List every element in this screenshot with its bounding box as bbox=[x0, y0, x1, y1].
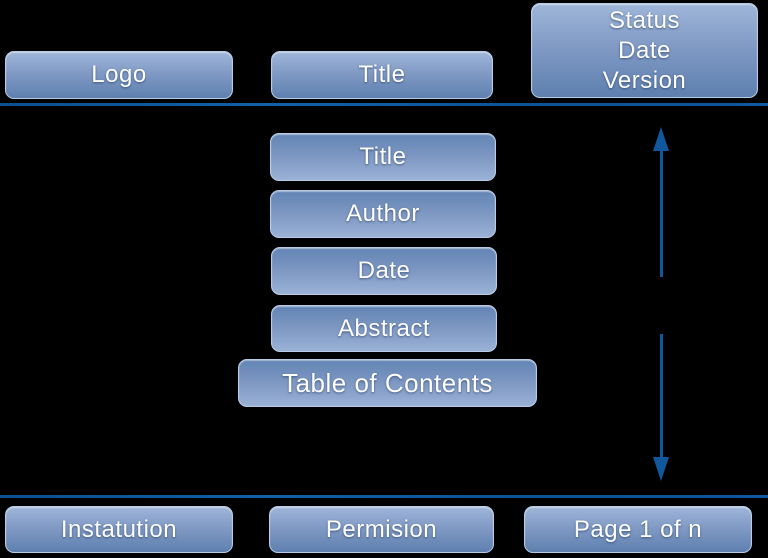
author-box-label: Author bbox=[346, 200, 420, 227]
abstract-box: Abstract bbox=[271, 305, 497, 352]
body-title-box-label: Title bbox=[359, 143, 407, 170]
institution-box-label: Instatution bbox=[60, 515, 178, 543]
arrow-lower-shaft bbox=[660, 334, 663, 458]
author-box: Author bbox=[270, 190, 496, 238]
logo-box-label: Logo bbox=[91, 61, 147, 88]
date-box-label: Date bbox=[357, 257, 411, 284]
status-line: Status bbox=[608, 6, 681, 34]
status-date-version-box: Status Date Version bbox=[531, 3, 758, 98]
permission-box-label: Permision bbox=[325, 515, 438, 543]
table-of-contents-box-label: Table of Contents bbox=[282, 367, 493, 398]
arrow-up-head-icon bbox=[653, 127, 669, 151]
date-line: Date bbox=[618, 36, 671, 64]
permission-box: Permision bbox=[269, 506, 494, 553]
date-box: Date bbox=[271, 247, 497, 295]
page-number-box-label: Page 1 of n bbox=[573, 515, 703, 543]
arrow-down-head-icon bbox=[653, 457, 669, 481]
header-title-box-label: Title bbox=[358, 61, 406, 88]
vertical-double-arrow-icon bbox=[653, 127, 669, 481]
arrow-upper-shaft bbox=[660, 150, 663, 277]
logo-box: Logo bbox=[5, 51, 233, 99]
header-title-box: Title bbox=[271, 51, 493, 99]
page-number-box: Page 1 of n bbox=[524, 506, 752, 553]
table-of-contents-box: Table of Contents bbox=[238, 359, 537, 407]
header-divider-line bbox=[0, 103, 768, 106]
footer-divider-line bbox=[0, 495, 768, 498]
institution-box: Instatution bbox=[5, 506, 233, 553]
abstract-box-label: Abstract bbox=[337, 314, 431, 342]
body-title-box: Title bbox=[270, 133, 496, 181]
version-line: Version bbox=[602, 66, 687, 94]
